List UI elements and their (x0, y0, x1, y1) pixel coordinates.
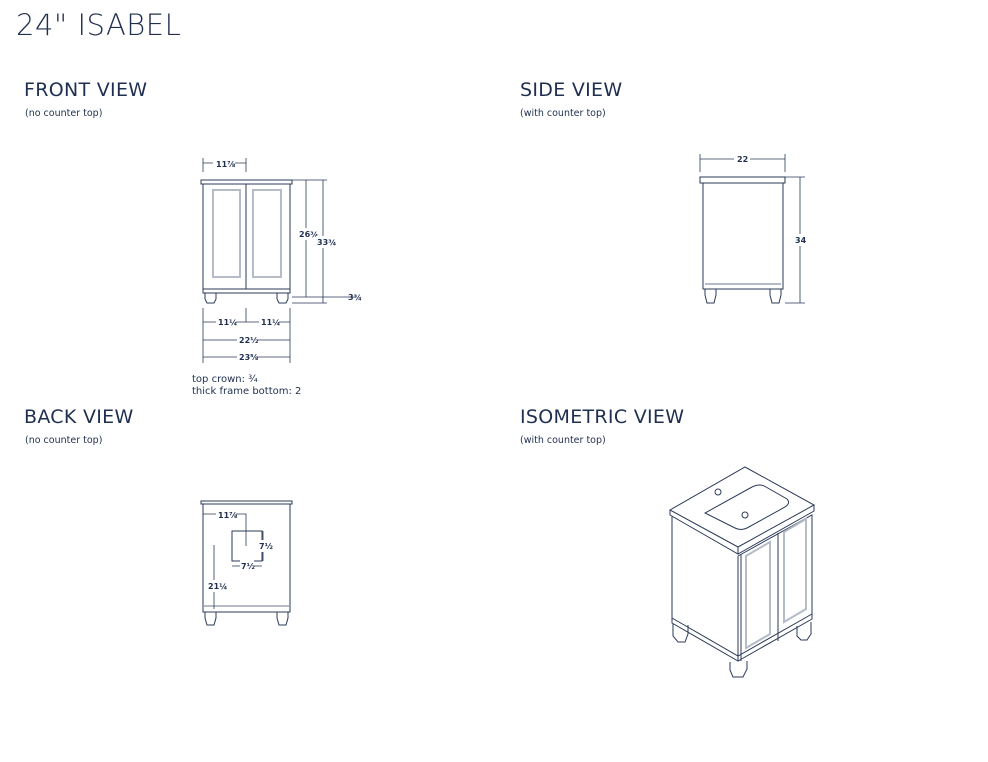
back-view-subtitle: (no counter top) (25, 435, 103, 446)
dim-side-height: 34 (795, 236, 807, 245)
front-view-subtitle: (no counter top) (25, 108, 103, 119)
dim-back-square-width: 7½ (241, 561, 255, 571)
dim-front-half-right: 11¼ (261, 317, 280, 327)
dim-back-square-height: 7½ (259, 541, 273, 551)
dim-back-height: 21¼ (208, 581, 227, 591)
note-frame-bottom: thick frame bottom: 2 (192, 386, 302, 397)
side-view-heading: SIDE VIEW (520, 79, 623, 101)
side-view-drawing: 22 34 (699, 153, 808, 304)
front-view-heading: FRONT VIEW (24, 79, 148, 101)
isometric-view-drawing (668, 466, 816, 678)
front-view-drawing: 11⅞ 26¾ 33¾ 3¾ 11¼ 11¼ 22½ 23⅝ (200, 157, 362, 363)
dim-front-top: 11⅞ (216, 160, 235, 169)
dim-front-outer-width: 23⅝ (239, 353, 258, 362)
dim-front-leg: 3¾ (348, 293, 362, 302)
back-view-drawing: 11⅞ 7½ 7½ 21¼ (200, 500, 293, 626)
dim-front-inner-width: 22½ (239, 335, 258, 345)
isometric-view-heading: ISOMETRIC VIEW (520, 406, 685, 428)
dim-front-total-height: 33¾ (317, 238, 336, 247)
note-top-crown: top crown: ¾ (192, 374, 258, 385)
dim-front-body-height: 26¾ (299, 230, 318, 239)
dim-side-depth: 22 (737, 155, 748, 164)
back-view-heading: BACK VIEW (24, 406, 134, 428)
page-title: 24" ISABEL (16, 8, 182, 42)
dim-front-half-left: 11¼ (218, 317, 237, 327)
dim-back-offset: 11⅞ (218, 511, 237, 520)
isometric-view-subtitle: (with counter top) (520, 435, 606, 446)
side-view-subtitle: (with counter top) (520, 108, 606, 119)
